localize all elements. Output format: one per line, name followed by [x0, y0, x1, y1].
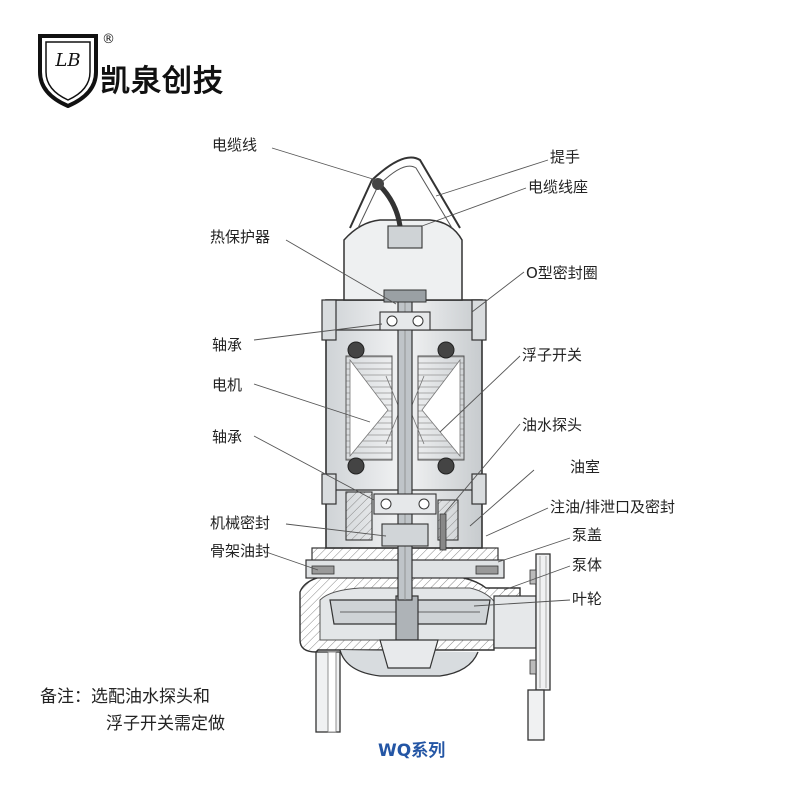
label-impeller: 叶轮	[572, 590, 602, 608]
discharge-flange	[493, 553, 551, 691]
registered-mark: ®	[102, 32, 115, 47]
label-pump-cover: 泵盖	[572, 526, 602, 544]
label-o-ring: O型密封圈	[526, 264, 598, 282]
label-bearing-top: 轴承	[212, 336, 242, 354]
bearing-top-assembly	[379, 311, 431, 331]
brand-mark: LB	[55, 50, 81, 71]
footnote-line-2: 浮子开关需定做	[106, 714, 225, 734]
label-float-switch: 浮子开关	[522, 346, 582, 364]
brand-name: 凯泉创技	[100, 64, 224, 99]
label-handle: 提手	[550, 148, 580, 166]
coil-ends	[347, 341, 455, 475]
label-motor: 电机	[212, 376, 242, 394]
brand-logo: LB ® 凯泉创技	[38, 32, 278, 112]
label-oil-fill-drain: 注油/排泄口及密封	[550, 498, 675, 516]
label-pump-body: 泵体	[572, 556, 602, 574]
motor-stator	[345, 355, 465, 461]
label-cable: 电缆线	[212, 136, 257, 154]
label-skeleton-seal: 骨架油封	[210, 542, 270, 560]
label-oil-water-probe: 油水探头	[522, 416, 582, 434]
bearing-bottom-assembly	[373, 493, 437, 515]
series-title: WQ系列	[378, 741, 446, 761]
part-labels: 电缆线 提手 电缆线座 热保护器 O型密封圈 轴承 浮子开关 电机 油水探头 轴…	[210, 136, 675, 608]
lifting-handle	[349, 156, 461, 229]
label-oil-chamber: 油室	[570, 458, 600, 476]
leader-lines	[253, 147, 571, 607]
cable-seat-cap	[343, 219, 463, 303]
label-mech-seal: 机械密封	[210, 514, 270, 532]
impeller	[329, 595, 491, 669]
cable	[372, 178, 403, 227]
footnote: 备注：选配油水探头和 浮子开关需定做	[40, 684, 225, 738]
motor-shaft	[397, 299, 413, 601]
pump-feet	[315, 651, 545, 741]
label-bearing-bottom: 轴承	[212, 428, 242, 446]
shield-icon	[38, 34, 98, 108]
label-thermal-protector: 热保护器	[210, 228, 270, 246]
label-cable-seat: 电缆线座	[528, 178, 588, 196]
footnote-line-1: 备注：选配油水探头和	[40, 687, 210, 707]
